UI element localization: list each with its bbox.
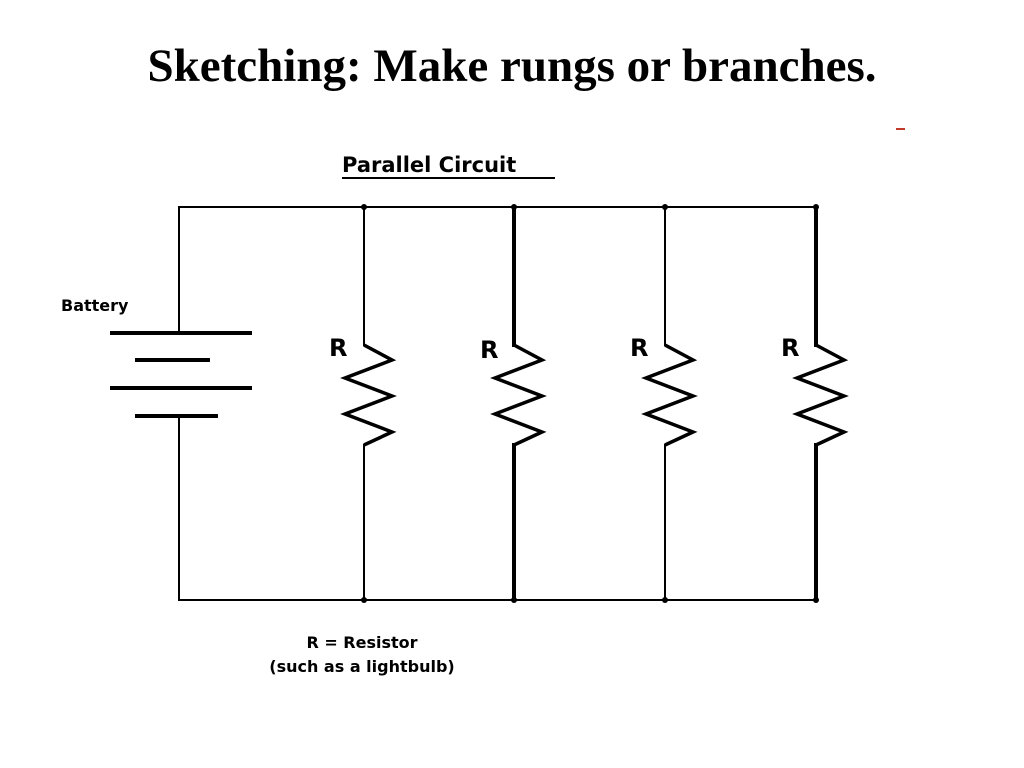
battery-symbol [110,331,252,418]
resistor-1-label: R [329,334,347,362]
branch-4 [792,205,849,602]
branch-2 [490,205,547,602]
branch-1 [340,206,397,601]
resistor-2-label: R [480,336,498,364]
legend-line-1: R = Resistor [306,633,417,652]
red-dash-mark [896,128,905,130]
slide-title: Sketching: Make rungs or branches. [147,40,877,92]
junction-dots [361,204,819,603]
branch-3 [641,206,698,601]
resistor-3-label: R [630,334,648,362]
battery-label: Battery [61,296,129,315]
resistor-4-label: R [781,334,799,362]
diagram-title: Parallel Circuit [342,153,516,177]
legend-line-2: (such as a lightbulb) [269,657,454,676]
